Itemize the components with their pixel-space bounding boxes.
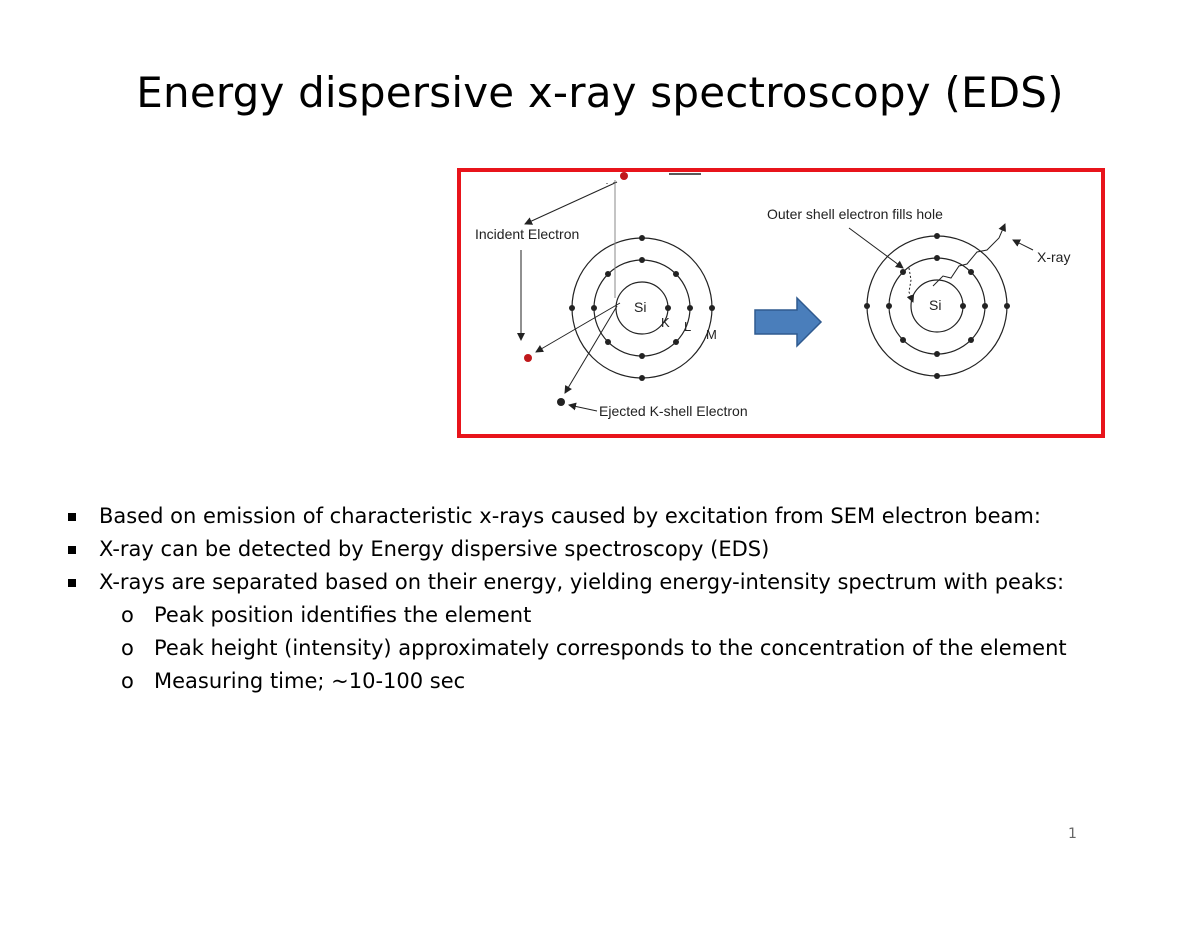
sub-bullet-group: o Peak position identifies the element o… — [66, 599, 1067, 698]
k-shell-label: K — [661, 315, 670, 330]
sub-bullet-text: Peak height (intensity) approximately co… — [154, 636, 1067, 660]
bullet-text: Based on emission of characteristic x-ra… — [99, 504, 1041, 528]
bullet-text: X-ray can be detected by Energy dispersi… — [99, 537, 770, 561]
sub-bullet-text: Measuring time; ~10-100 sec — [154, 669, 466, 693]
l-shell-label: L — [684, 319, 691, 334]
outer-shell-label: Outer shell electron fills hole — [767, 206, 943, 222]
sub-bullet-item: o Peak height (intensity) approximately … — [66, 632, 1067, 665]
atom-before: Si K L M — [569, 235, 717, 381]
sub-bullet-text: Peak position identifies the element — [154, 603, 532, 627]
bullet-text: X-rays are separated based on their ener… — [99, 570, 1065, 594]
square-bullet-icon — [68, 579, 76, 587]
incident-electron-label: Incident Electron — [475, 226, 579, 242]
sub-bullet-item: o Measuring time; ~10-100 sec — [66, 665, 1067, 698]
si-label-right: Si — [929, 297, 941, 313]
sub-bullet-item: o Peak position identifies the element — [66, 599, 1067, 632]
xray-label: X-ray — [1037, 249, 1070, 265]
eds-diagram: Si K L M Incident Electron Ejected K-she… — [457, 168, 1105, 438]
ejected-electron-dot — [557, 398, 565, 406]
circle-bullet-icon: o — [121, 636, 134, 660]
bullet-item: Based on emission of characteristic x-ra… — [66, 500, 1067, 533]
bullet-item: X-rays are separated based on their ener… — [66, 566, 1067, 599]
atom-diagram-svg: Si K L M Incident Electron Ejected K-she… — [457, 168, 1105, 438]
page-number: 1 — [1068, 826, 1077, 842]
ejected-electron-label: Ejected K-shell Electron — [599, 403, 748, 419]
slide-title: Energy dispersive x-ray spectroscopy (ED… — [136, 68, 1064, 117]
atom-after: Si Outer shell electron fills hole X-ray — [767, 206, 1070, 379]
m-shell-label: M — [706, 327, 717, 342]
incident-electron-dot — [620, 172, 628, 180]
square-bullet-icon — [68, 513, 76, 521]
bullet-list: Based on emission of characteristic x-ra… — [66, 500, 1067, 698]
transition-arrow — [754, 296, 823, 348]
circle-bullet-icon: o — [121, 603, 134, 627]
circle-bullet-icon: o — [121, 669, 134, 693]
incident-electron-path: Incident Electron Ejected K-shell Electr… — [475, 172, 748, 419]
bullet-item: X-ray can be detected by Energy dispersi… — [66, 533, 1067, 566]
square-bullet-icon — [68, 546, 76, 554]
scattered-electron-dot — [524, 354, 532, 362]
si-label-left: Si — [634, 299, 646, 315]
sub-bullet-list: o Peak position identifies the element o… — [66, 599, 1067, 698]
